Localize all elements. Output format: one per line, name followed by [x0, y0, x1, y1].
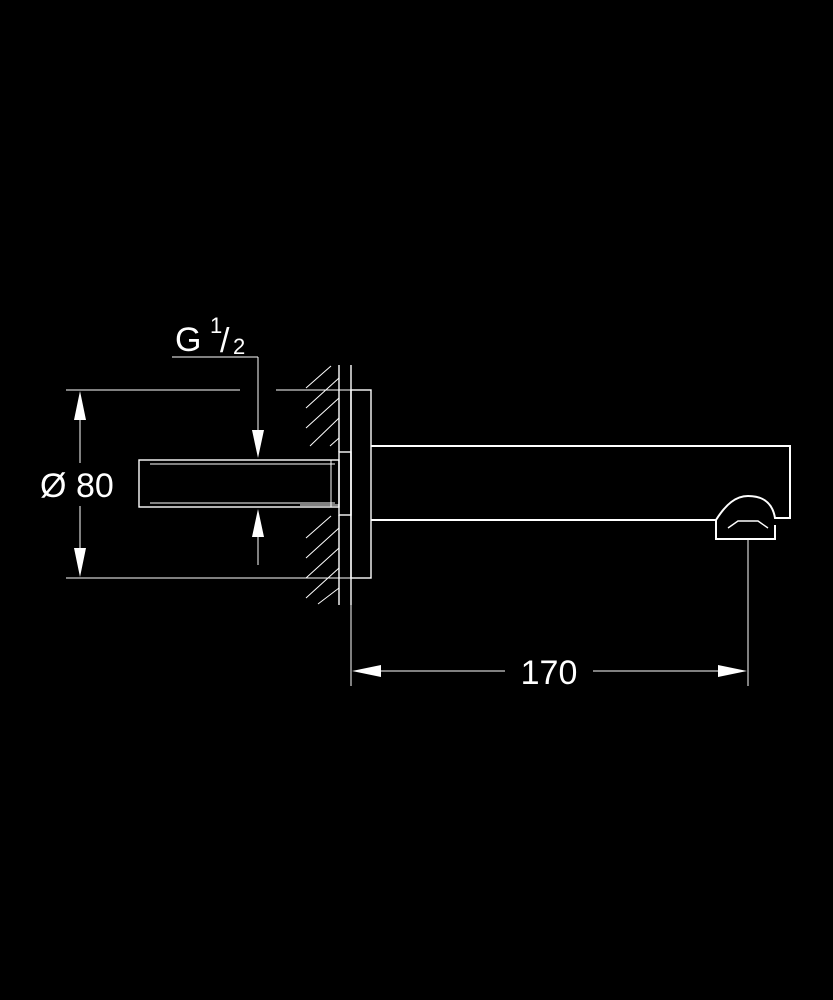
diameter-arrow-bottom — [74, 548, 86, 577]
wall-hatching-lower — [305, 515, 340, 605]
thread-dimension: G 1 / 2 — [172, 313, 264, 565]
thread-numerator: 1 — [210, 313, 222, 338]
diameter-symbol: Ø — [40, 467, 66, 505]
projection-dimension: 170 — [350, 539, 749, 692]
rosette-body — [350, 389, 372, 579]
projection-arrow-right — [718, 665, 747, 677]
spout-aerator — [727, 520, 769, 529]
thread-arrow-top — [252, 430, 264, 458]
rosette — [350, 389, 372, 579]
projection-value: 170 — [521, 654, 578, 692]
thread-letter: G — [175, 321, 201, 359]
pipe-body — [138, 459, 340, 508]
pipe-collar — [338, 451, 352, 516]
connection-pipe — [138, 451, 352, 516]
diameter-dimension: Ø 80 — [40, 389, 351, 579]
projection-arrow-left — [352, 665, 381, 677]
spout-outline — [371, 445, 791, 540]
wall-hatching-upper — [305, 365, 340, 447]
thread-arrow-bottom — [252, 509, 264, 537]
diameter-value: 80 — [76, 467, 114, 505]
diameter-arrow-top — [74, 391, 86, 420]
wall-section — [300, 365, 352, 605]
spout — [371, 445, 791, 540]
thread-slash: / — [220, 322, 230, 360]
thread-denominator: 2 — [233, 334, 245, 359]
